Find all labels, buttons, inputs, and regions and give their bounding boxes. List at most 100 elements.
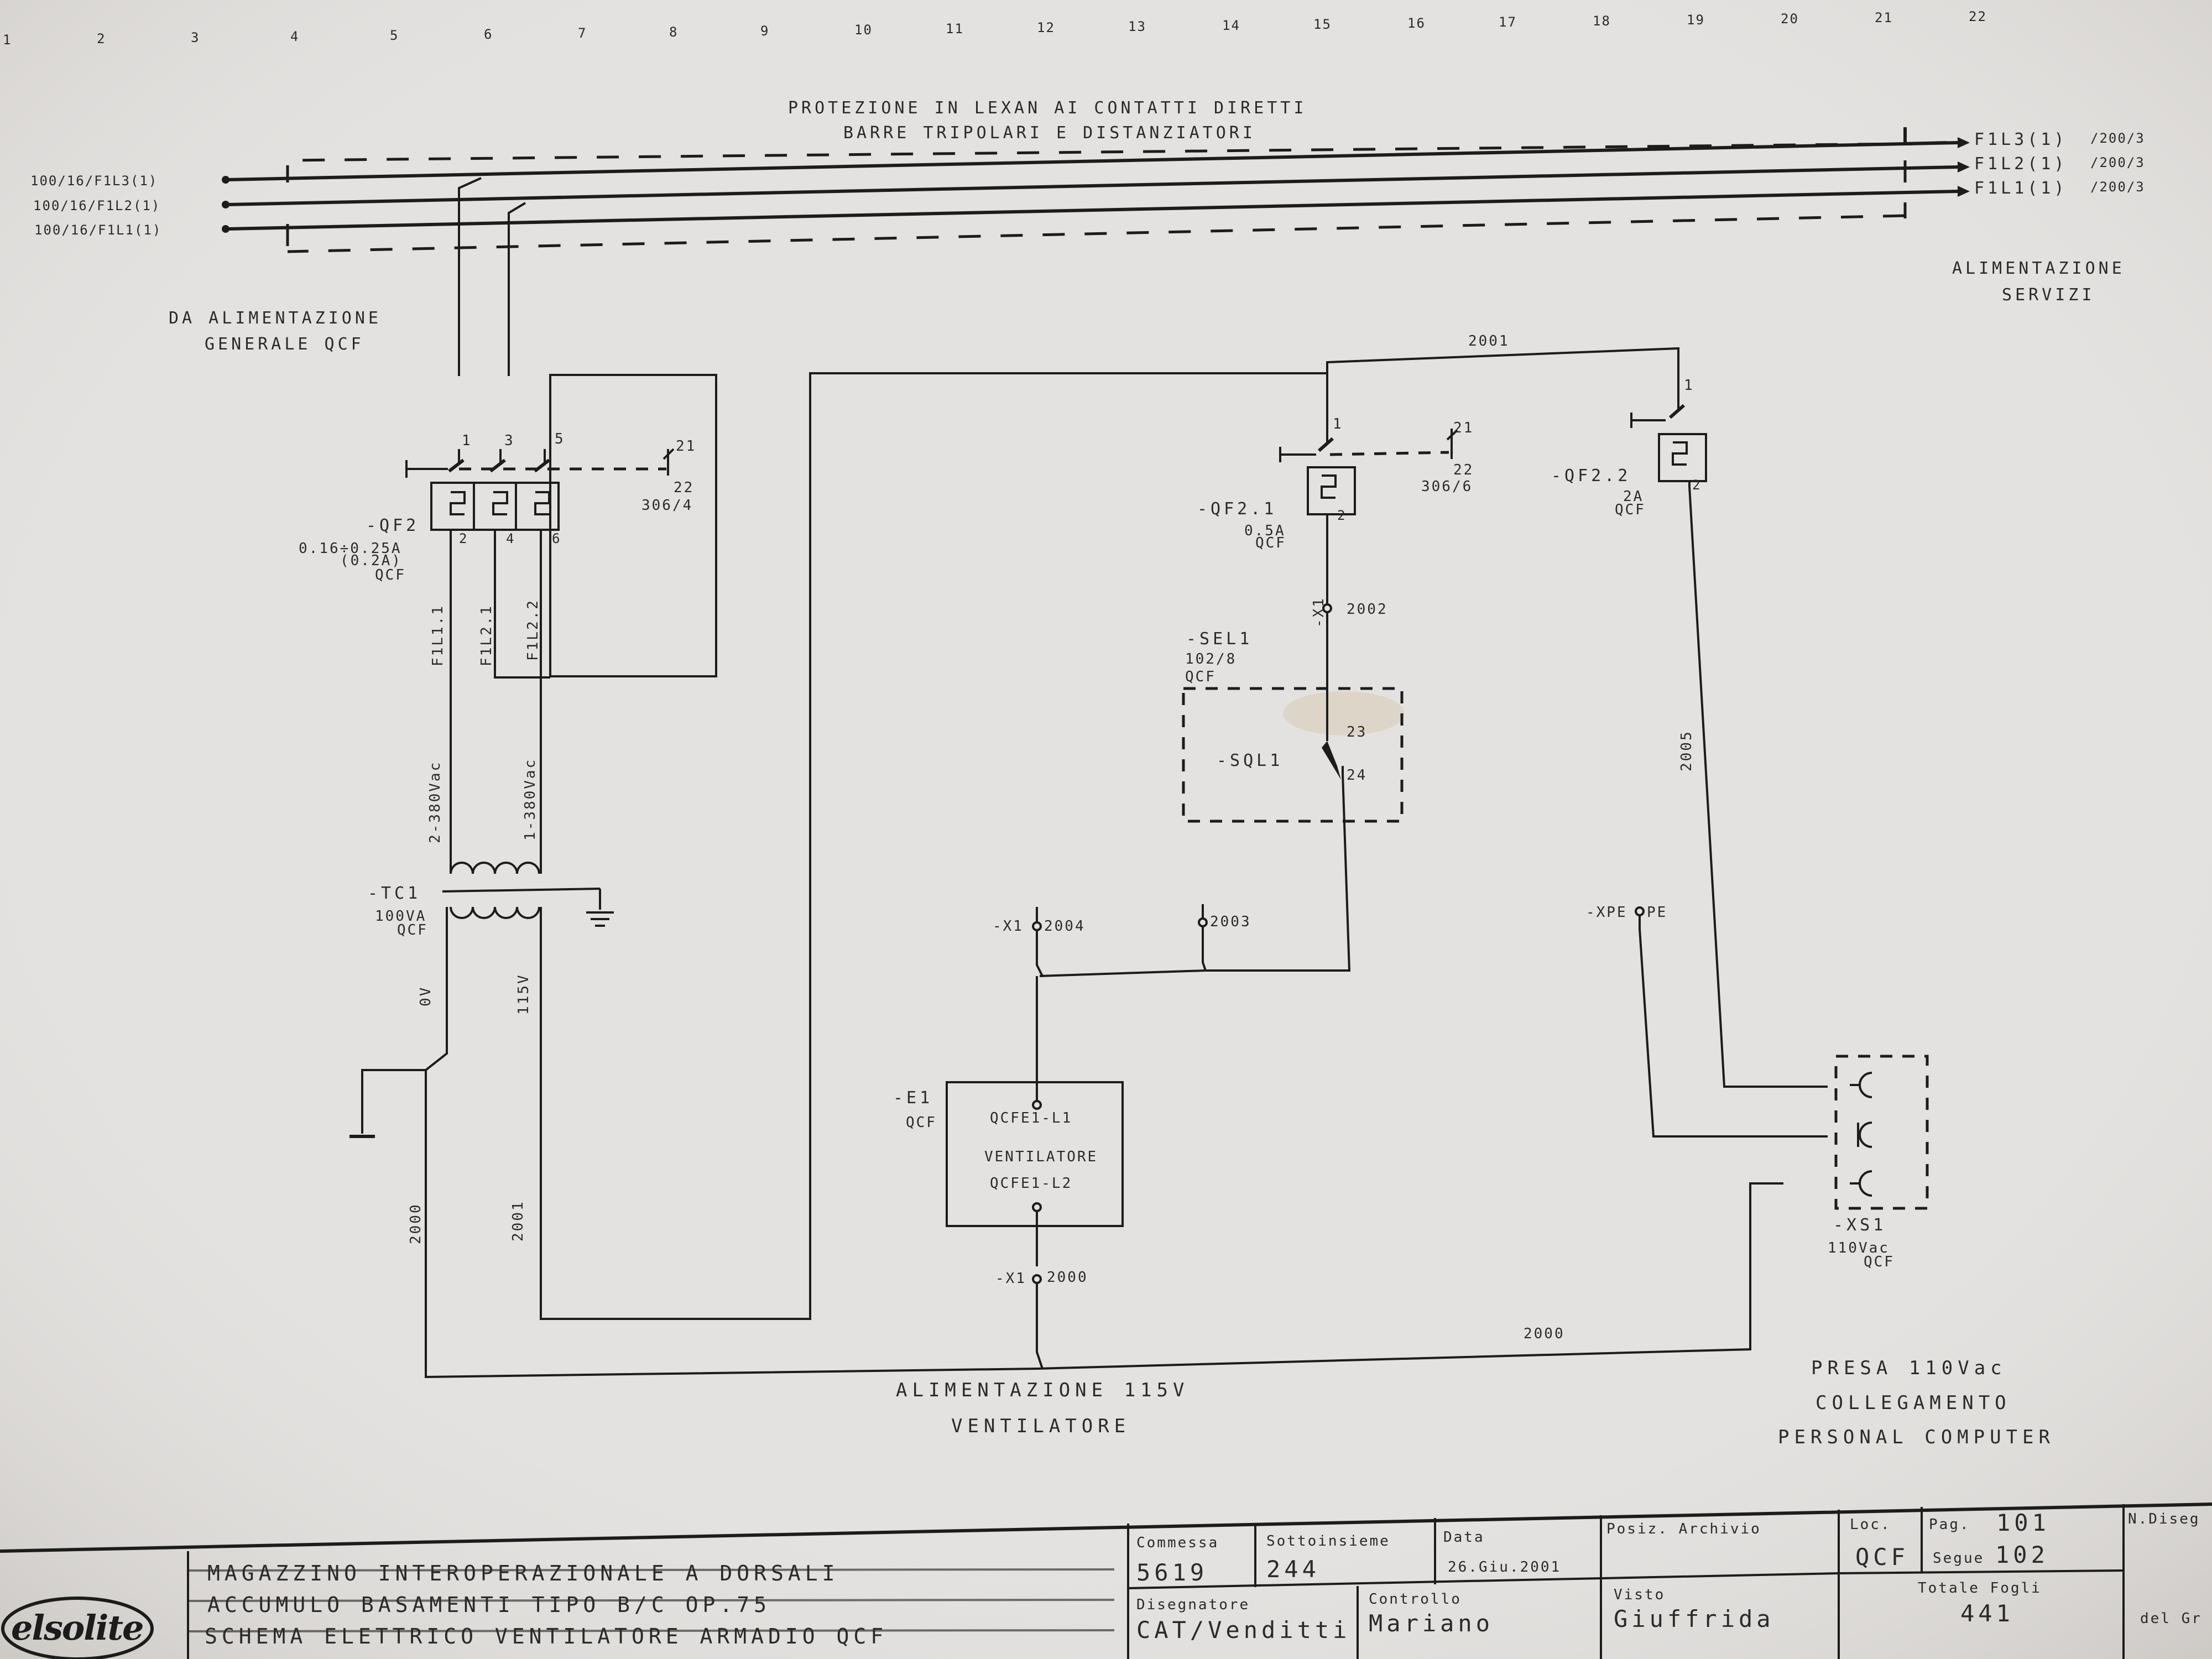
ruler-number: 4 xyxy=(290,29,299,44)
ruler-number: 8 xyxy=(669,24,678,40)
xs1-name: -XS1 xyxy=(1833,1215,1886,1235)
qf21-aux-21: 21 xyxy=(1453,420,1474,436)
commessa-value: 5619 xyxy=(1136,1559,1208,1586)
qf2-name: -QF2 xyxy=(366,516,419,535)
wire-label-2003: 2003 xyxy=(1210,914,1251,930)
wire-f1l2-1: F1L2.1 xyxy=(478,604,495,666)
qf22-location: QCF xyxy=(1615,502,1646,518)
xs1-socket xyxy=(1834,1055,1929,1210)
xpe-terminal xyxy=(1635,906,1828,1138)
qf2-setting: (0.2A) xyxy=(340,552,402,569)
qf22-rating: 2A xyxy=(1623,488,1644,505)
terminal-x1-label: -X1 xyxy=(1311,597,1327,628)
ruler-number: 3 xyxy=(191,30,200,45)
ruler-number: 13 xyxy=(1128,19,1146,34)
ruler-number: 22 xyxy=(1969,9,1987,24)
qf2-location: QCF xyxy=(375,567,406,583)
qf2-terminal-2: 2 xyxy=(459,531,468,546)
wire-0v: 0V xyxy=(418,986,434,1006)
qf2-output-wires xyxy=(450,530,550,874)
qf21-terminal-2: 2 xyxy=(1337,508,1346,523)
sql1-contact-24: 24 xyxy=(1347,767,1367,784)
wire-label-2000-x1: 2000 xyxy=(1047,1269,1088,1286)
e1-terminal-l1: QCFE1-L1 xyxy=(990,1110,1072,1126)
ruler-number: 1 xyxy=(3,32,12,48)
wire-label-2004: 2004 xyxy=(1044,918,1086,935)
ruler-number: 12 xyxy=(1037,20,1055,35)
terminal-x1-2000-label: -X1 xyxy=(995,1270,1026,1287)
loc-label: Loc. xyxy=(1850,1516,1891,1533)
sel1-selector xyxy=(1182,612,1404,972)
e1-description: VENTILATORE xyxy=(984,1149,1098,1165)
ruler-number: 7 xyxy=(578,25,587,41)
label-da-alimentazione: DA ALIMENTAZIONE xyxy=(169,309,382,328)
ruler-number: 5 xyxy=(390,28,399,43)
ruler-number: 18 xyxy=(1593,13,1611,29)
wire-2001-top xyxy=(1326,347,1679,409)
n-disegno-label: N.Diseg xyxy=(2128,1511,2200,1527)
output-f1l3: F1L3(1) xyxy=(1974,130,2067,149)
wire-115v: 115V xyxy=(515,973,532,1015)
posiz-archivio-label: Posiz. Archivio xyxy=(1606,1521,1761,1537)
qf22-terminal-2: 2 xyxy=(1692,477,1701,493)
tc1-name: -TC1 xyxy=(368,884,421,903)
data-value: 26.Giu.2001 xyxy=(1448,1559,1561,1575)
del-gr-label: del Gr xyxy=(2140,1610,2202,1627)
output-f1l2-ref: /200/3 xyxy=(2090,155,2145,170)
controllo-label: Controllo xyxy=(1369,1591,1462,1608)
qf2-feed-wires xyxy=(458,177,717,677)
ruler-number: 10 xyxy=(854,22,873,38)
tc1-transformer xyxy=(349,372,1783,1379)
segue-label: Segue xyxy=(1933,1550,1984,1567)
svg-text:elsolite: elsolite xyxy=(11,1608,143,1648)
visto-value: Giuffrida xyxy=(1614,1605,1775,1632)
input-f1l2: 100/16/F1L2(1) xyxy=(33,198,160,213)
tc1-location: QCF xyxy=(397,922,428,938)
qf2-terminal-6: 6 xyxy=(552,531,561,546)
qf21-aux-22: 22 xyxy=(1453,462,1474,478)
wire-f1l1-1: F1L1.1 xyxy=(430,604,446,666)
protection-title: PROTEZIONE IN LEXAN AI CONTATTI DIRETTI xyxy=(788,98,1307,118)
qf22-terminal-1: 1 xyxy=(1684,377,1694,394)
terminal-x1-2004-label: -X1 xyxy=(993,918,1024,935)
xs1-rating: 110Vac xyxy=(1828,1240,1890,1256)
sel1-name: -SEL1 xyxy=(1186,629,1253,649)
qf2-rating: 0.16÷0.25A xyxy=(299,540,402,557)
pag-label: Pag. xyxy=(1929,1516,1970,1533)
e1-terminal-l2: QCFE1-L2 xyxy=(990,1175,1072,1192)
label-alimentazione-servizi: ALIMENTAZIONE xyxy=(1952,259,2125,278)
visto-label: Visto xyxy=(1614,1587,1665,1603)
ruler-number: 2 xyxy=(97,31,106,46)
x1-terminals xyxy=(1032,904,1208,1100)
company-logo: elsolite xyxy=(1,1597,154,1659)
disegnatore-label: Disegnatore xyxy=(1136,1597,1250,1613)
wire-label-2005: 2005 xyxy=(1678,730,1695,771)
data-label: Data xyxy=(1443,1529,1485,1546)
caption-alimentazione-115v: ALIMENTAZIONE 115V xyxy=(896,1379,1189,1401)
disegnatore-value: CAT/Venditti xyxy=(1136,1616,1350,1644)
totale-fogli-value: 441 xyxy=(1960,1600,2014,1627)
title-line-3: SCHEMA ELETTRICO VENTILATORE ARMADIO QCF xyxy=(205,1624,888,1648)
qf21-terminal-1: 1 xyxy=(1333,416,1343,432)
qf2-terminal-3: 3 xyxy=(504,432,515,449)
totale-fogli-label: Totale Fogli xyxy=(1918,1580,2042,1597)
label-servizi: SERVIZI xyxy=(2002,285,2095,305)
qf2-aux-22: 22 xyxy=(674,479,694,496)
qf21-breaker xyxy=(1279,409,1458,608)
ruler-number: 6 xyxy=(484,27,493,42)
loc-value: QCF xyxy=(1855,1543,1909,1571)
e1-fan-box xyxy=(946,1081,1124,1369)
wire-label-2002: 2002 xyxy=(1347,601,1388,618)
wire-label-2001-top: 2001 xyxy=(1468,333,1510,349)
ruler-number: 21 xyxy=(1875,10,1893,25)
wire-1-380vac: 1-380Vac xyxy=(522,758,539,841)
wire-2000-left: 2000 xyxy=(408,1203,424,1244)
ruler-number: 11 xyxy=(946,21,964,36)
pe-label: PE xyxy=(1647,904,1667,921)
label-generale-qcf: GENERALE QCF xyxy=(205,335,364,354)
qf2-aux-21: 21 xyxy=(676,438,696,455)
caption-presa: PRESA 110Vac xyxy=(1811,1357,2007,1379)
protection-subtitle: BARRE TRIPOLARI E DISTANZIATORI xyxy=(843,123,1256,143)
